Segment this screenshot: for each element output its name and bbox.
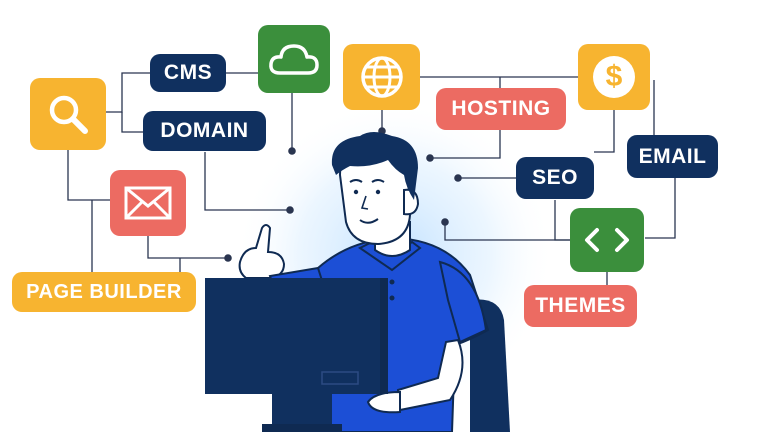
seo-label: SEO (516, 157, 594, 199)
globe-icon (360, 56, 403, 98)
globe-tile (343, 44, 420, 110)
code-tile (570, 208, 644, 272)
page-builder-label: PAGE BUILDER (12, 272, 196, 312)
cloud-tile (258, 25, 330, 93)
mail-tile (110, 170, 186, 236)
dollar-icon: $ (593, 56, 635, 98)
themes-label: THEMES (524, 285, 637, 327)
code-icon (585, 228, 629, 252)
mail-icon (124, 186, 172, 220)
cms-label: CMS (150, 54, 226, 92)
cloud-icon (269, 44, 319, 75)
domain-label: DOMAIN (143, 111, 266, 151)
dollar-tile: $ (578, 44, 650, 110)
monitor (205, 278, 388, 432)
email-label: EMAIL (627, 135, 718, 178)
search-tile (30, 78, 106, 150)
hosting-label: HOSTING (436, 88, 566, 130)
connector-dots (224, 127, 462, 262)
connector-lines (67, 72, 676, 285)
search-icon (49, 95, 88, 134)
